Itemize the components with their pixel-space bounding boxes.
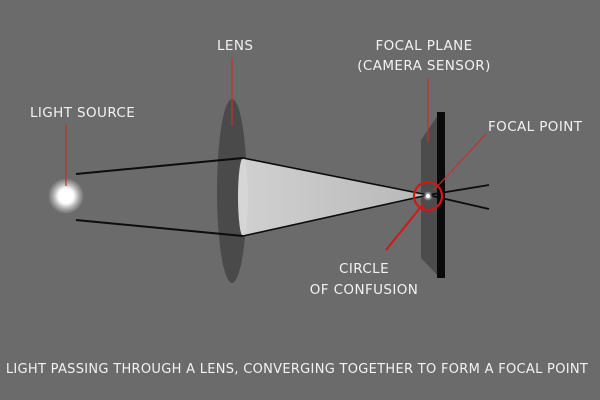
light-cone [243, 158, 428, 236]
ray-bottom-incoming [75, 219, 244, 237]
ray-top-incoming [75, 157, 244, 175]
focal-point-dot [426, 194, 430, 198]
label-circle-line1: CIRCLE [339, 261, 389, 277]
circle-of-confusion-leader [385, 202, 425, 251]
label-light-source: LIGHT SOURCE [30, 105, 135, 121]
lens-shape [217, 99, 247, 283]
ray-bottom-diverging [427, 184, 490, 196]
label-focal-plane-line2: (CAMERA SENSOR) [357, 58, 491, 74]
circle-of-confusion-ring [412, 180, 444, 212]
ray-top-converging [242, 157, 429, 196]
label-lens: LENS [217, 38, 253, 54]
light-cone-face [238, 158, 248, 236]
ray-top-diverging [427, 194, 490, 210]
focal-point-leader [433, 133, 487, 191]
label-focal-plane-line1: FOCAL PLANE [375, 38, 472, 54]
caption: LIGHT PASSING THROUGH A LENS, CONVERGING… [6, 362, 588, 377]
label-circle-line2: OF CONFUSION [310, 282, 419, 298]
label-focal-point: FOCAL POINT [488, 119, 583, 135]
light-source-core [59, 189, 73, 203]
ray-bottom-converging [242, 194, 429, 237]
